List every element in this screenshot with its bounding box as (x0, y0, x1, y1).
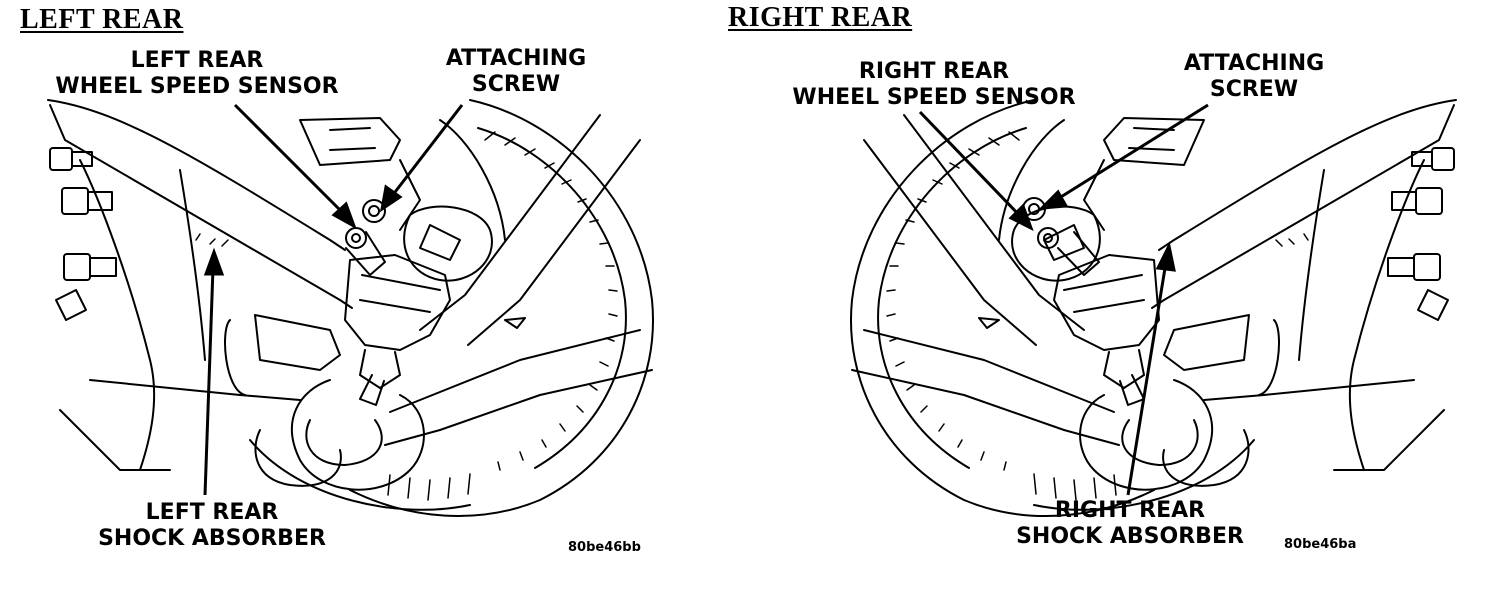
right-shock-label: RIGHT REAR SHOCK ABSORBER (1000, 498, 1260, 550)
right-rear-heading: RIGHT REAR (728, 2, 913, 33)
right-sensor-label: RIGHT REAR WHEEL SPEED SENSOR (766, 59, 1102, 111)
left-screw-label: ATTACHING SCREW (436, 46, 596, 98)
right-screw-label-line2: SCREW (1209, 77, 1299, 102)
left-rear-suspension-illustration (0, 0, 720, 614)
shock-leader-line (1128, 262, 1166, 495)
rotor-outer-arc (851, 100, 1154, 516)
left-sensor-label-line2: WHEEL SPEED SENSOR (55, 74, 339, 99)
lower-arm-top (390, 330, 640, 412)
attaching-screw-head (363, 200, 385, 222)
left-rear-panel: LEFT REAR LEFT REAR WHEEL SPEED SENSOR A… (0, 0, 720, 614)
hub-flange (404, 207, 492, 281)
right-sensor-label-line1: RIGHT REAR (858, 59, 1010, 84)
wheel-studs (1388, 148, 1454, 320)
left-sensor-label-line1: LEFT REAR (130, 48, 264, 73)
arrow-icon (206, 252, 222, 274)
right-shock-label-line1: RIGHT REAR (1054, 498, 1206, 523)
right-figure-id: 80be46ba (1284, 537, 1357, 552)
right-shock-label-line2: SHOCK ABSORBER (1016, 524, 1244, 549)
knuckle-edge (80, 160, 154, 470)
shock-leader-line (205, 268, 213, 495)
left-shock-label-line2: SHOCK ABSORBER (98, 526, 326, 551)
arrow-icon (1011, 206, 1031, 228)
lower-arm-bottom (385, 370, 652, 445)
right-screw-label: ATTACHING SCREW (1176, 51, 1332, 103)
left-screw-label-line2: SCREW (471, 72, 561, 97)
wheel-studs (50, 148, 116, 320)
right-screw-label-line1: ATTACHING (1183, 51, 1325, 76)
rotor-outer-arc (350, 100, 653, 516)
arrow-icon (1042, 192, 1066, 208)
screw-leader-line (392, 105, 462, 196)
leader-lines (205, 105, 462, 495)
right-rear-suspension-illustration (720, 0, 1504, 614)
arrow-icon (334, 204, 354, 226)
upper-arm-right-edge-2 (468, 140, 640, 345)
sensor-leader-line (920, 112, 1022, 218)
arm-tab (505, 318, 525, 328)
rotor-lower-arc (250, 440, 470, 510)
leader-lines (920, 105, 1208, 495)
sensor-leader-line (235, 105, 345, 215)
sensor-head (1038, 228, 1058, 248)
left-shock-label-line1: LEFT REAR (145, 500, 279, 525)
shock-bushing (255, 315, 340, 370)
shock-absorber-body (225, 255, 450, 490)
right-rear-panel: RIGHT REAR RIGHT REAR WHEEL SPEED SENSOR… (720, 0, 1504, 614)
arrow-icon (1158, 246, 1174, 270)
left-sensor-label: LEFT REAR WHEEL SPEED SENSOR (52, 48, 342, 100)
right-sensor-label-line2: WHEEL SPEED SENSOR (792, 85, 1076, 110)
left-rear-heading: LEFT REAR (20, 4, 184, 35)
shock-absorber-body (1054, 255, 1279, 490)
bracket (300, 118, 400, 165)
tone-ring-teeth (485, 132, 617, 470)
upper-arm-line (48, 100, 345, 250)
sensor-head (346, 228, 366, 248)
shock-eye (292, 380, 424, 490)
rotor-inner-arc (478, 128, 626, 468)
screw-leader-line (1056, 105, 1208, 200)
upper-arm-right-edge (420, 115, 600, 330)
left-shock-label: LEFT REAR SHOCK ABSORBER (92, 500, 332, 552)
tone-ring-teeth (887, 132, 1019, 470)
knuckle-edge-2 (180, 170, 205, 360)
left-screw-label-line1: ATTACHING (445, 46, 587, 71)
left-figure-id: 80be46bb (568, 540, 641, 555)
arrow-icon (382, 187, 400, 209)
